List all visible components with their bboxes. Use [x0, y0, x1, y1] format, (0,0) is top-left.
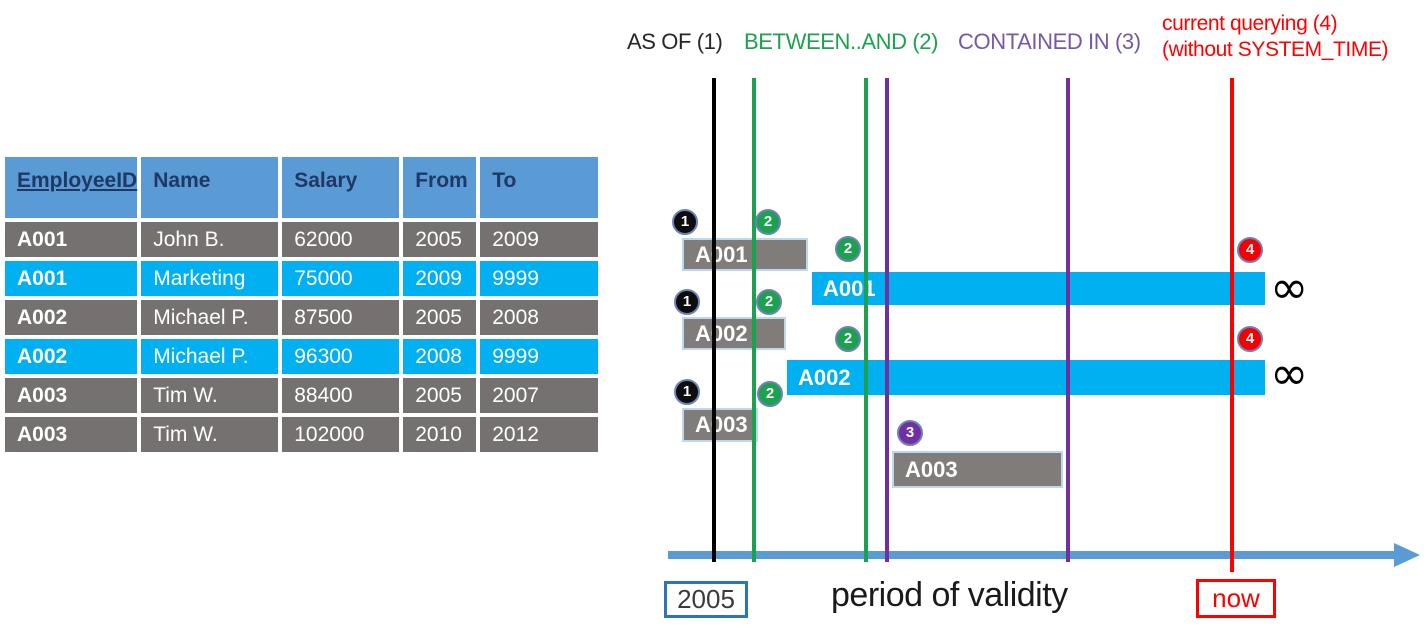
bar-a001-history: A001 — [682, 238, 808, 271]
table-row: A002 Michael P. 96300 2008 9999 — [5, 339, 599, 374]
cell-salary: 87500 — [282, 300, 400, 335]
time-axis-arrowhead-icon — [1394, 543, 1420, 567]
cell-salary: 88400 — [282, 378, 400, 413]
cell-employeeid: A002 — [5, 300, 138, 335]
cell-to: 9999 — [480, 261, 599, 296]
badge-current-row1: 4 — [1237, 237, 1263, 263]
header-to: To — [480, 157, 599, 218]
time-axis — [668, 551, 1396, 559]
bar-a002-current: A002 — [787, 360, 1265, 395]
badge-between-row1: 2 — [755, 209, 781, 235]
cell-employeeid: A002 — [5, 339, 138, 374]
axis-origin-year: 2005 — [677, 584, 735, 614]
cell-name: Michael P. — [141, 300, 279, 335]
cell-name: Tim W. — [141, 378, 279, 413]
contained-end-line — [1066, 78, 1070, 562]
cell-name: Tim W. — [141, 417, 279, 452]
axis-now-box: now — [1196, 579, 1276, 618]
badge-between-row1-current: 2 — [835, 236, 861, 262]
bar-a003-history-1: A003 — [682, 408, 758, 442]
cell-from: 2010 — [403, 417, 477, 452]
header-salary: Salary — [282, 157, 400, 218]
cell-salary: 102000 — [282, 417, 400, 452]
legend-as-of: AS OF (1) — [627, 29, 723, 54]
badge-between-row3: 2 — [757, 381, 783, 407]
badge-as-of-row1: 1 — [672, 209, 698, 235]
cell-name: John B. — [141, 222, 279, 257]
bar-a003-history-2: A003 — [892, 451, 1063, 488]
legend-current-line2: (without SYSTEM_TIME) — [1162, 38, 1389, 61]
axis-origin-year-box: 2005 — [664, 581, 748, 618]
employee-table: EmployeeID Name Salary From To A001 John… — [1, 153, 602, 456]
cell-to: 2007 — [480, 378, 599, 413]
header-employeeid: EmployeeID — [5, 157, 138, 218]
legend-contained-in: CONTAINED IN (3) — [958, 29, 1141, 54]
cell-employeeid: A003 — [5, 417, 138, 452]
badge-as-of-row3: 1 — [674, 379, 700, 405]
bar-label: A003 — [695, 412, 748, 437]
table-row: A002 Michael P. 87500 2005 2008 — [5, 300, 599, 335]
table-row: A003 Tim W. 88400 2005 2007 — [5, 378, 599, 413]
badge-between-row2: 2 — [756, 289, 782, 315]
table-row: A001 John B. 62000 2005 2009 — [5, 222, 599, 257]
badge-as-of-row2: 1 — [674, 289, 700, 315]
table-header-row: EmployeeID Name Salary From To — [5, 157, 599, 218]
infinity-icon: ∞ — [1270, 260, 1309, 314]
header-from: From — [403, 157, 477, 218]
as-of-line — [712, 78, 716, 562]
between-start-line — [752, 78, 756, 562]
now-line — [1230, 78, 1234, 572]
bar-a002-history: A002 — [682, 317, 786, 350]
cell-from: 2005 — [403, 300, 477, 335]
axis-title: period of validity — [831, 576, 1068, 614]
bar-label: A002 — [798, 364, 851, 390]
cell-to: 2009 — [480, 222, 599, 257]
table-row: A003 Tim W. 102000 2010 2012 — [5, 417, 599, 452]
cell-from: 2005 — [403, 222, 477, 257]
table-row: A001 Marketing 75000 2009 9999 — [5, 261, 599, 296]
badge-contained-row3: 3 — [897, 420, 923, 446]
cell-salary: 62000 — [282, 222, 400, 257]
cell-name: Marketing — [141, 261, 279, 296]
cell-from: 2005 — [403, 378, 477, 413]
cell-salary: 96300 — [282, 339, 400, 374]
legend-current-line1: current querying (4) — [1162, 12, 1338, 35]
bar-label: A002 — [695, 320, 748, 346]
bar-label: A001 — [695, 241, 748, 267]
cell-salary: 75000 — [282, 261, 400, 296]
axis-now-label: now — [1212, 583, 1260, 613]
infinity-icon: ∞ — [1270, 346, 1309, 400]
legend-current-querying: current querying (4) (without SYSTEM_TIM… — [1162, 11, 1389, 63]
cell-to: 2008 — [480, 300, 599, 335]
contained-start-line — [885, 78, 889, 562]
cell-to: 2012 — [480, 417, 599, 452]
legend-between-and: BETWEEN..AND (2) — [744, 29, 939, 54]
cell-employeeid: A003 — [5, 378, 138, 413]
badge-current-row2: 4 — [1237, 326, 1263, 352]
cell-from: 2009 — [403, 261, 477, 296]
cell-from: 2008 — [403, 339, 477, 374]
cell-to: 9999 — [480, 339, 599, 374]
badge-between-row2-current: 2 — [835, 326, 861, 352]
cell-employeeid: A001 — [5, 222, 138, 257]
header-name: Name — [141, 157, 279, 218]
cell-employeeid: A001 — [5, 261, 138, 296]
bar-a001-current: A001 — [812, 272, 1265, 305]
between-end-line — [864, 78, 868, 562]
bar-label: A003 — [905, 456, 958, 482]
cell-name: Michael P. — [141, 339, 279, 374]
